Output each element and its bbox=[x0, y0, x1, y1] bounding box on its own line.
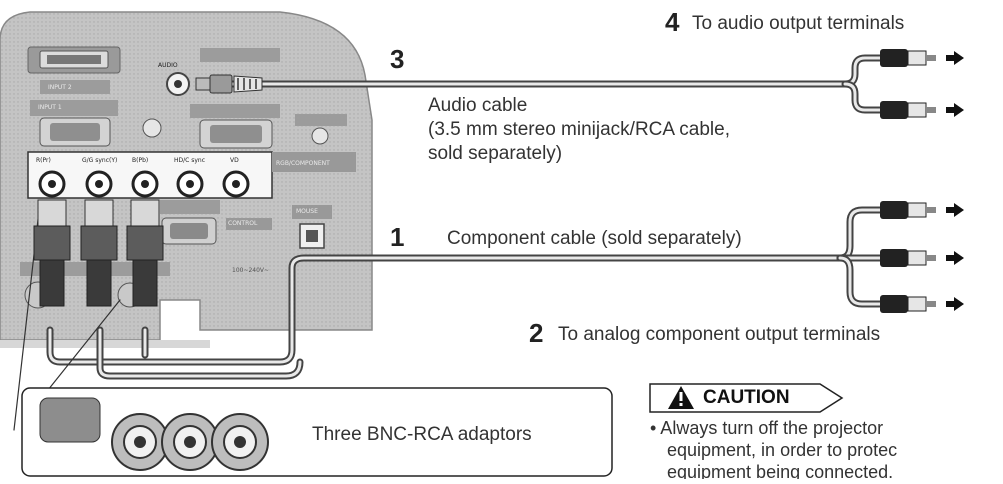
arrow-right-icon bbox=[946, 103, 964, 117]
arrow-right-icon bbox=[946, 251, 964, 265]
audio-cable-line-1: Audio cable bbox=[428, 95, 528, 116]
callout-text-2: To analog component output terminals bbox=[558, 324, 881, 345]
callout-text-1: Component cable (sold separately) bbox=[447, 228, 742, 249]
bnc-rca-adaptors-illustration bbox=[39, 397, 269, 471]
panel-label-bnc-g: G/G sync(Y) bbox=[82, 157, 118, 164]
caution-banner bbox=[649, 383, 844, 413]
audio-input-jack bbox=[166, 72, 190, 96]
callout-number-2: 2 bbox=[529, 318, 544, 348]
caution-title: CAUTION bbox=[703, 387, 790, 408]
caution-line-1: • Always turn off the projector bbox=[650, 418, 884, 438]
audio-cable-line-3: sold separately) bbox=[428, 143, 563, 164]
panel-label-mouse: MOUSE bbox=[296, 208, 318, 215]
panel-label-input2: INPUT 2 bbox=[48, 84, 72, 91]
arrow-right-icon bbox=[946, 297, 964, 311]
audio-cable-line-2: (3.5 mm stereo minijack/RCA cable, bbox=[428, 119, 730, 140]
panel-label-bnc-vd: VD bbox=[230, 157, 239, 164]
panel-label-bnc-b: B(Pb) bbox=[132, 157, 149, 164]
caution-line-3: equipment being connected. bbox=[667, 462, 894, 479]
panel-label-audio: AUDIO bbox=[158, 62, 178, 69]
arrow-right-icon bbox=[946, 203, 964, 217]
callout-text-4: To audio output terminals bbox=[692, 13, 905, 34]
minijack-plug bbox=[195, 74, 263, 94]
panel-label-control: CONTROL bbox=[228, 220, 258, 227]
callout-number-4: 4 bbox=[665, 7, 680, 37]
panel-label-voltage: 100~240V~ bbox=[232, 267, 270, 274]
cables bbox=[13, 54, 884, 431]
panel-label-input1: INPUT 1 bbox=[38, 104, 62, 111]
warning-triangle-icon bbox=[668, 386, 694, 409]
adaptors-label: Three BNC-RCA adaptors bbox=[312, 424, 532, 445]
callout-number-1: 1 bbox=[390, 222, 405, 252]
panel-label-bnc-hd: HD/C sync bbox=[174, 157, 206, 164]
panel-label-bnc-r: R(Pr) bbox=[36, 157, 51, 164]
panel-label-rgb-component: RGB/COMPONENT bbox=[276, 160, 330, 167]
rca-plugs bbox=[880, 49, 964, 313]
caution-line-3-clip: equipment being connected. bbox=[667, 462, 1003, 479]
caution-line-2: equipment, in order to protec bbox=[667, 440, 898, 460]
bnc-connectors bbox=[38, 170, 250, 198]
callout-number-3: 3 bbox=[390, 44, 405, 74]
bnc-adaptors-attached bbox=[33, 199, 164, 307]
dvi-input-port bbox=[27, 46, 121, 74]
arrow-right-icon bbox=[946, 51, 964, 65]
